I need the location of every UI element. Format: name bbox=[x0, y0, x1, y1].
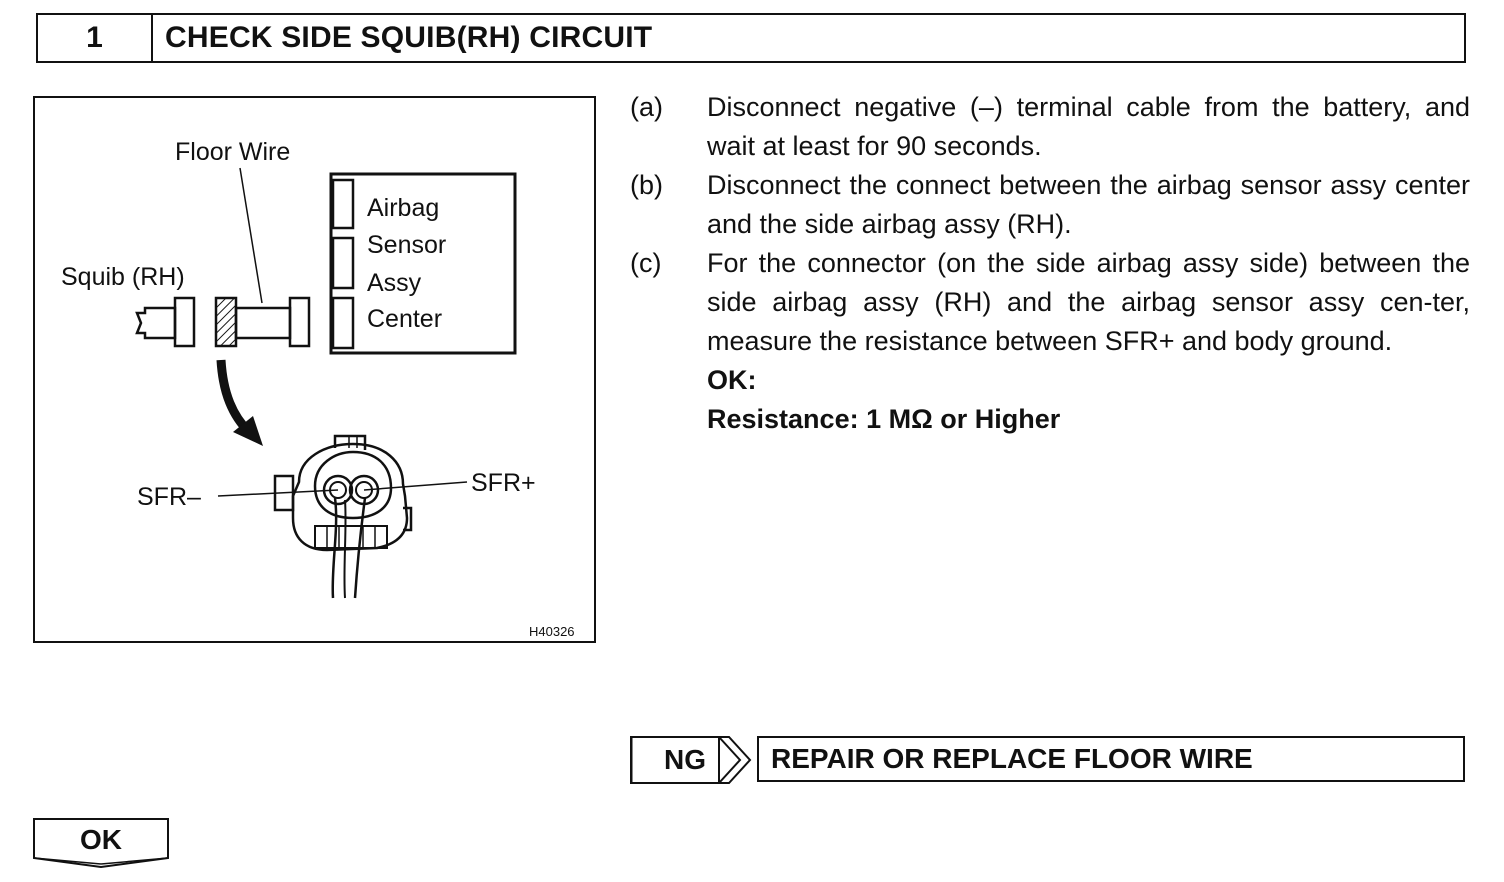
instruction-item: (b) Disconnect the connect between the a… bbox=[630, 166, 1470, 244]
instruction-block: For the connector (on the side airbag as… bbox=[707, 244, 1470, 439]
ng-result-tag: NG bbox=[630, 736, 752, 784]
sfr-plus-label: SFR+ bbox=[471, 469, 536, 497]
instruction-text: For the connector (on the side airbag as… bbox=[707, 248, 1470, 356]
spec-ok-heading: OK: bbox=[707, 365, 757, 395]
instruction-letter: (a) bbox=[630, 92, 663, 122]
sfr-minus-label: SFR– bbox=[137, 483, 201, 511]
instruction-letter: (b) bbox=[630, 170, 663, 200]
disconnect-arrow bbox=[216, 359, 263, 446]
instruction-letter: (c) bbox=[630, 248, 662, 278]
ok-label: OK bbox=[80, 824, 122, 855]
instruction-text: Disconnect negative (–) terminal cable f… bbox=[707, 92, 1470, 161]
connector-diagram: Floor Wire Airbag Sensor Assy Center Squ… bbox=[61, 138, 575, 639]
instruction-item: (c) For the connector (on the side airba… bbox=[630, 244, 1470, 439]
connector-illustration: Floor Wire Airbag Sensor Assy Center Squ… bbox=[33, 96, 596, 643]
spec-resistance: Resistance: 1 MΩ or Higher bbox=[707, 404, 1061, 434]
instruction-text: Disconnect the connect between the airba… bbox=[707, 170, 1470, 239]
squib-rh-label: Squib (RH) bbox=[61, 263, 185, 291]
sfr-minus-leader bbox=[217, 489, 339, 497]
step-title: CHECK SIDE SQUIB(RH) CIRCUIT bbox=[165, 21, 653, 54]
step-number: 1 bbox=[38, 15, 153, 61]
squib-connector bbox=[135, 296, 196, 348]
floor-wire-label: Floor Wire bbox=[175, 138, 290, 166]
instruction-item: (a) Disconnect negative (–) terminal cab… bbox=[630, 88, 1470, 166]
figure-code: H40326 bbox=[529, 624, 575, 639]
floor-wire-connector bbox=[214, 296, 311, 348]
sfr-plus-leader bbox=[363, 481, 468, 491]
airbag-sensor-assy-center: Airbag Sensor Assy Center bbox=[329, 172, 517, 355]
connector-face bbox=[273, 434, 413, 599]
sensor-label-line-4: Center bbox=[367, 305, 442, 333]
instruction-list: (a) Disconnect negative (–) terminal cab… bbox=[630, 88, 1470, 439]
floor-wire-leader bbox=[239, 167, 263, 304]
step-header: 1 CHECK SIDE SQUIB(RH) CIRCUIT bbox=[36, 13, 1466, 63]
ng-label: NG bbox=[664, 744, 706, 775]
ng-action: REPAIR OR REPLACE FLOOR WIRE bbox=[757, 736, 1465, 782]
sensor-label-line-3: Assy bbox=[367, 269, 422, 297]
ok-result-tag: OK bbox=[33, 818, 169, 868]
sensor-label-line-2: Sensor bbox=[367, 231, 446, 259]
sensor-label-line-1: Airbag bbox=[367, 194, 439, 222]
